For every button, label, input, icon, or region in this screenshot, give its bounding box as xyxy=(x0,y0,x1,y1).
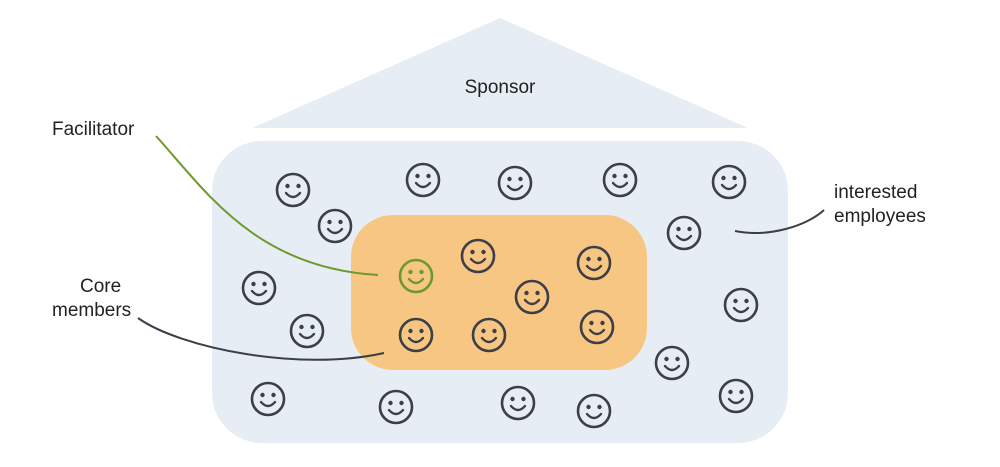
sponsor-label: Sponsor xyxy=(465,77,536,98)
interested-employee-smiley-icon xyxy=(711,164,747,200)
core-member-smiley-icon xyxy=(579,309,615,345)
interested-employee-smiley-icon xyxy=(250,381,286,417)
core-member-smiley-icon xyxy=(460,238,496,274)
sponsor-roof xyxy=(252,18,748,128)
core-member-smiley-icon xyxy=(398,317,434,353)
interested-employee-smiley-icon xyxy=(602,162,638,198)
interested-employee-smiley-icon xyxy=(378,389,414,425)
facilitator-label: Facilitator xyxy=(52,119,135,140)
interested-employee-smiley-icon xyxy=(405,162,441,198)
interested-employee-smiley-icon xyxy=(497,165,533,201)
interested-employee-smiley-icon xyxy=(666,215,702,251)
interested-employee-smiley-icon xyxy=(241,270,277,306)
core-members-connector xyxy=(137,317,385,361)
interested-employee-smiley-icon xyxy=(654,345,690,381)
interested-employee-smiley-icon xyxy=(723,287,759,323)
facilitator-smiley-icon xyxy=(398,258,434,294)
interested-employee-smiley-icon xyxy=(317,208,353,244)
faces-group xyxy=(241,162,759,429)
interested-employees-label-line2: employees xyxy=(834,206,926,227)
interested-employees-connector xyxy=(734,209,825,234)
interested-employee-smiley-icon xyxy=(718,378,754,414)
core-members-area xyxy=(351,215,647,370)
core-member-smiley-icon xyxy=(576,245,612,281)
interested-employee-smiley-icon xyxy=(289,313,325,349)
core-member-smiley-icon xyxy=(471,317,507,353)
facilitator-connector xyxy=(155,135,379,276)
interested-employee-smiley-icon xyxy=(275,172,311,208)
core-members-label-line2: members xyxy=(52,300,131,321)
interested-employee-smiley-icon xyxy=(500,385,536,421)
interested-employees-label-line1: interested xyxy=(834,182,917,203)
interested-employee-smiley-icon xyxy=(576,393,612,429)
core-member-smiley-icon xyxy=(514,279,550,315)
core-members-label-line1: Core xyxy=(80,276,121,297)
